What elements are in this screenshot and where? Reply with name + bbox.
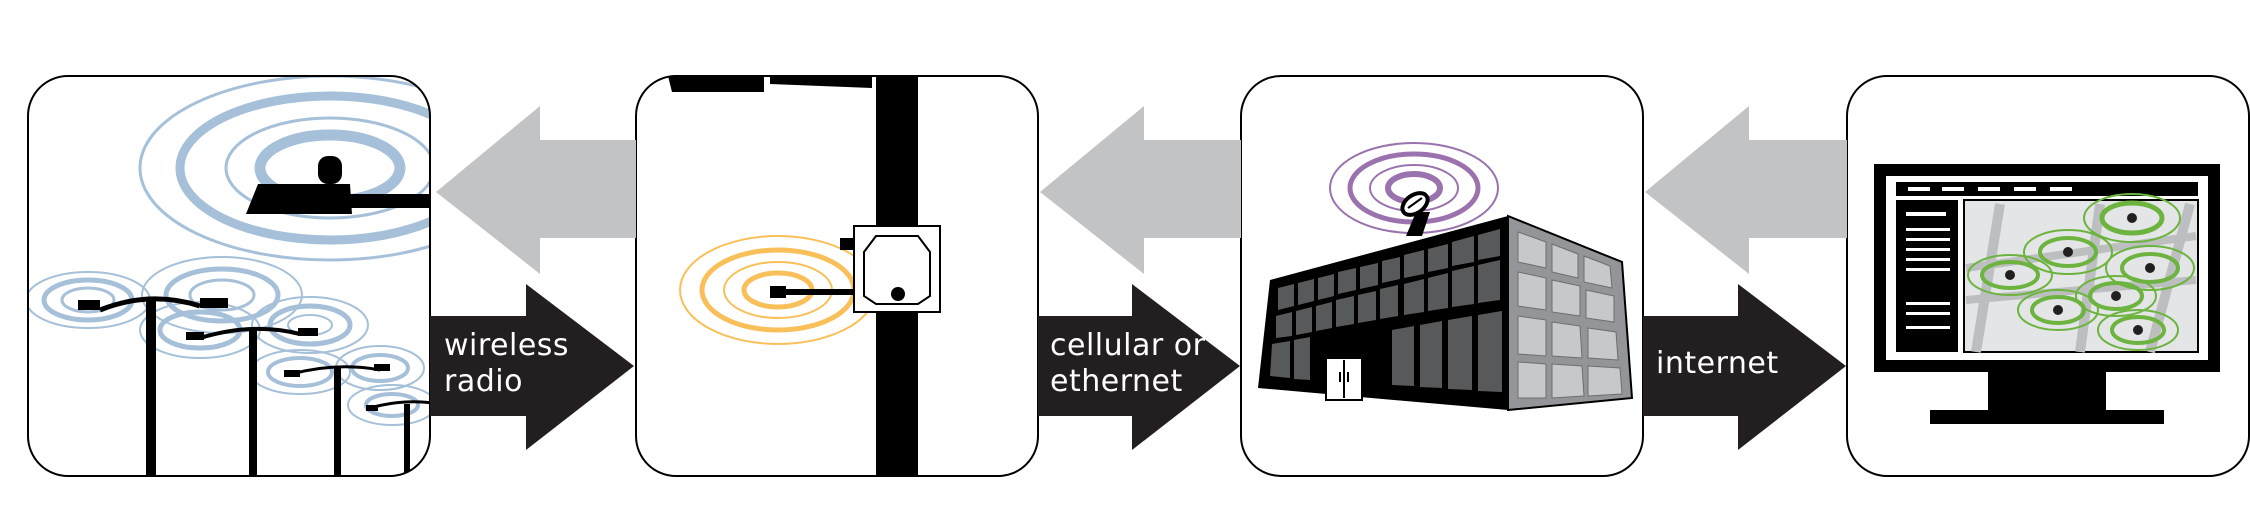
return-arrow-3 bbox=[1645, 106, 1847, 274]
forward-arrows bbox=[430, 284, 1846, 450]
arrow-label-line1: cellular or bbox=[1050, 328, 1206, 363]
arrow-label-line1: internet bbox=[1656, 346, 1779, 381]
arrow-label-cellular: cellular or ethernet bbox=[1050, 328, 1205, 400]
panel-radio-node bbox=[635, 75, 1039, 477]
forward-arrow-3 bbox=[1643, 284, 1846, 450]
arrow-label-line2: radio bbox=[444, 364, 523, 399]
building-door bbox=[1325, 357, 1363, 401]
forward-arrow-1 bbox=[430, 284, 634, 450]
arrow-label-internet: internet bbox=[1656, 346, 1779, 382]
return-arrows bbox=[436, 106, 1847, 274]
office-building-icon bbox=[1258, 214, 1634, 412]
map-rings bbox=[1967, 193, 2195, 351]
satellite-dish-icon bbox=[1400, 191, 1430, 236]
arrow-label-line2: ethernet bbox=[1050, 364, 1183, 399]
computer-monitor-icon bbox=[1874, 164, 2220, 424]
return-arrow-2 bbox=[1040, 106, 1241, 274]
return-arrow-1 bbox=[436, 106, 636, 274]
street-lamp-icon bbox=[246, 156, 430, 214]
panel-dashboard bbox=[1846, 75, 2250, 477]
street-lamp-poles bbox=[78, 296, 430, 476]
panel-building bbox=[1240, 75, 1644, 477]
forward-arrow-2 bbox=[1038, 284, 1240, 450]
radio-node-icon bbox=[853, 225, 941, 313]
arrow-label-line1: wireless bbox=[444, 328, 570, 363]
radio-waves-small bbox=[28, 256, 430, 426]
panel-street-lights bbox=[27, 75, 431, 477]
arrow-label-wireless: wireless radio bbox=[444, 328, 569, 400]
